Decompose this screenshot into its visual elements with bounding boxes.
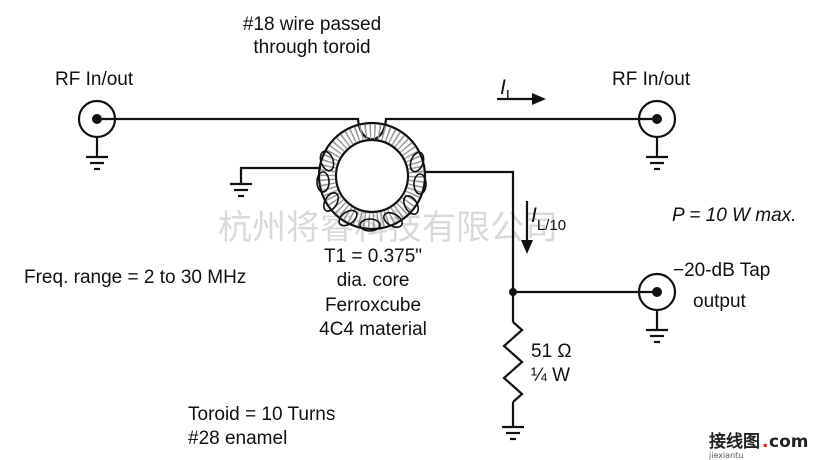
- logo-dot: .: [762, 432, 768, 452]
- current-arrow-tap: [521, 201, 533, 254]
- ground-symbol-left: [86, 155, 108, 171]
- toroid-turns-label-line1: Toroid = 10 Turns: [188, 404, 335, 425]
- rf-connector-right: [637, 99, 677, 157]
- current-label-main: IL: [500, 76, 514, 104]
- freq-range-label: Freq. range = 2 to 30 MHz: [24, 267, 246, 288]
- tap-label-line2: output: [693, 291, 747, 312]
- tap-output-connector: [637, 272, 677, 330]
- site-logo: 接线图 . com jiexiantu: [708, 431, 808, 460]
- watermark-text: 杭州将睿科技有限公司: [218, 208, 558, 248]
- rf-left-label: RF In/out: [55, 69, 134, 90]
- wire-label-line2: through toroid: [253, 37, 370, 58]
- current-label-tap: IL/10: [531, 204, 566, 234]
- ground-symbol-resistor: [502, 425, 524, 441]
- logo-com-text: com: [769, 432, 808, 452]
- toroid-winding: [316, 150, 427, 232]
- resistor: [502, 292, 524, 427]
- ground-symbol-right: [646, 155, 668, 171]
- current-arrow-main: [497, 93, 546, 105]
- resistor-value-label: 51 Ω: [531, 341, 572, 362]
- ground-symbol-toroid: [230, 182, 252, 198]
- wire-label-line1: #18 wire passed: [243, 14, 381, 35]
- core-label-line2: dia. core: [337, 270, 410, 291]
- core-label-line4: 4C4 material: [319, 319, 427, 340]
- power-label: P = 10 W max.: [672, 205, 796, 226]
- core-label-line3: Ferroxcube: [325, 295, 421, 316]
- core-label-line1: T1 = 0.375": [324, 246, 422, 267]
- rf-right-label: RF In/out: [612, 69, 691, 90]
- toroid-turns-label-line2: #28 enamel: [188, 428, 287, 449]
- ground-symbol-tap: [646, 328, 668, 344]
- logo-sub-text: jiexiantu: [708, 451, 743, 460]
- winding-lead-ground: [239, 166, 321, 184]
- logo-cn-text: 接线图: [709, 431, 760, 452]
- rf-connector-left: [77, 99, 117, 157]
- resistor-power-label: ¼ W: [531, 365, 570, 386]
- winding-lead-tap: [424, 170, 515, 292]
- tap-label-line1: −20-dB Tap: [673, 260, 770, 281]
